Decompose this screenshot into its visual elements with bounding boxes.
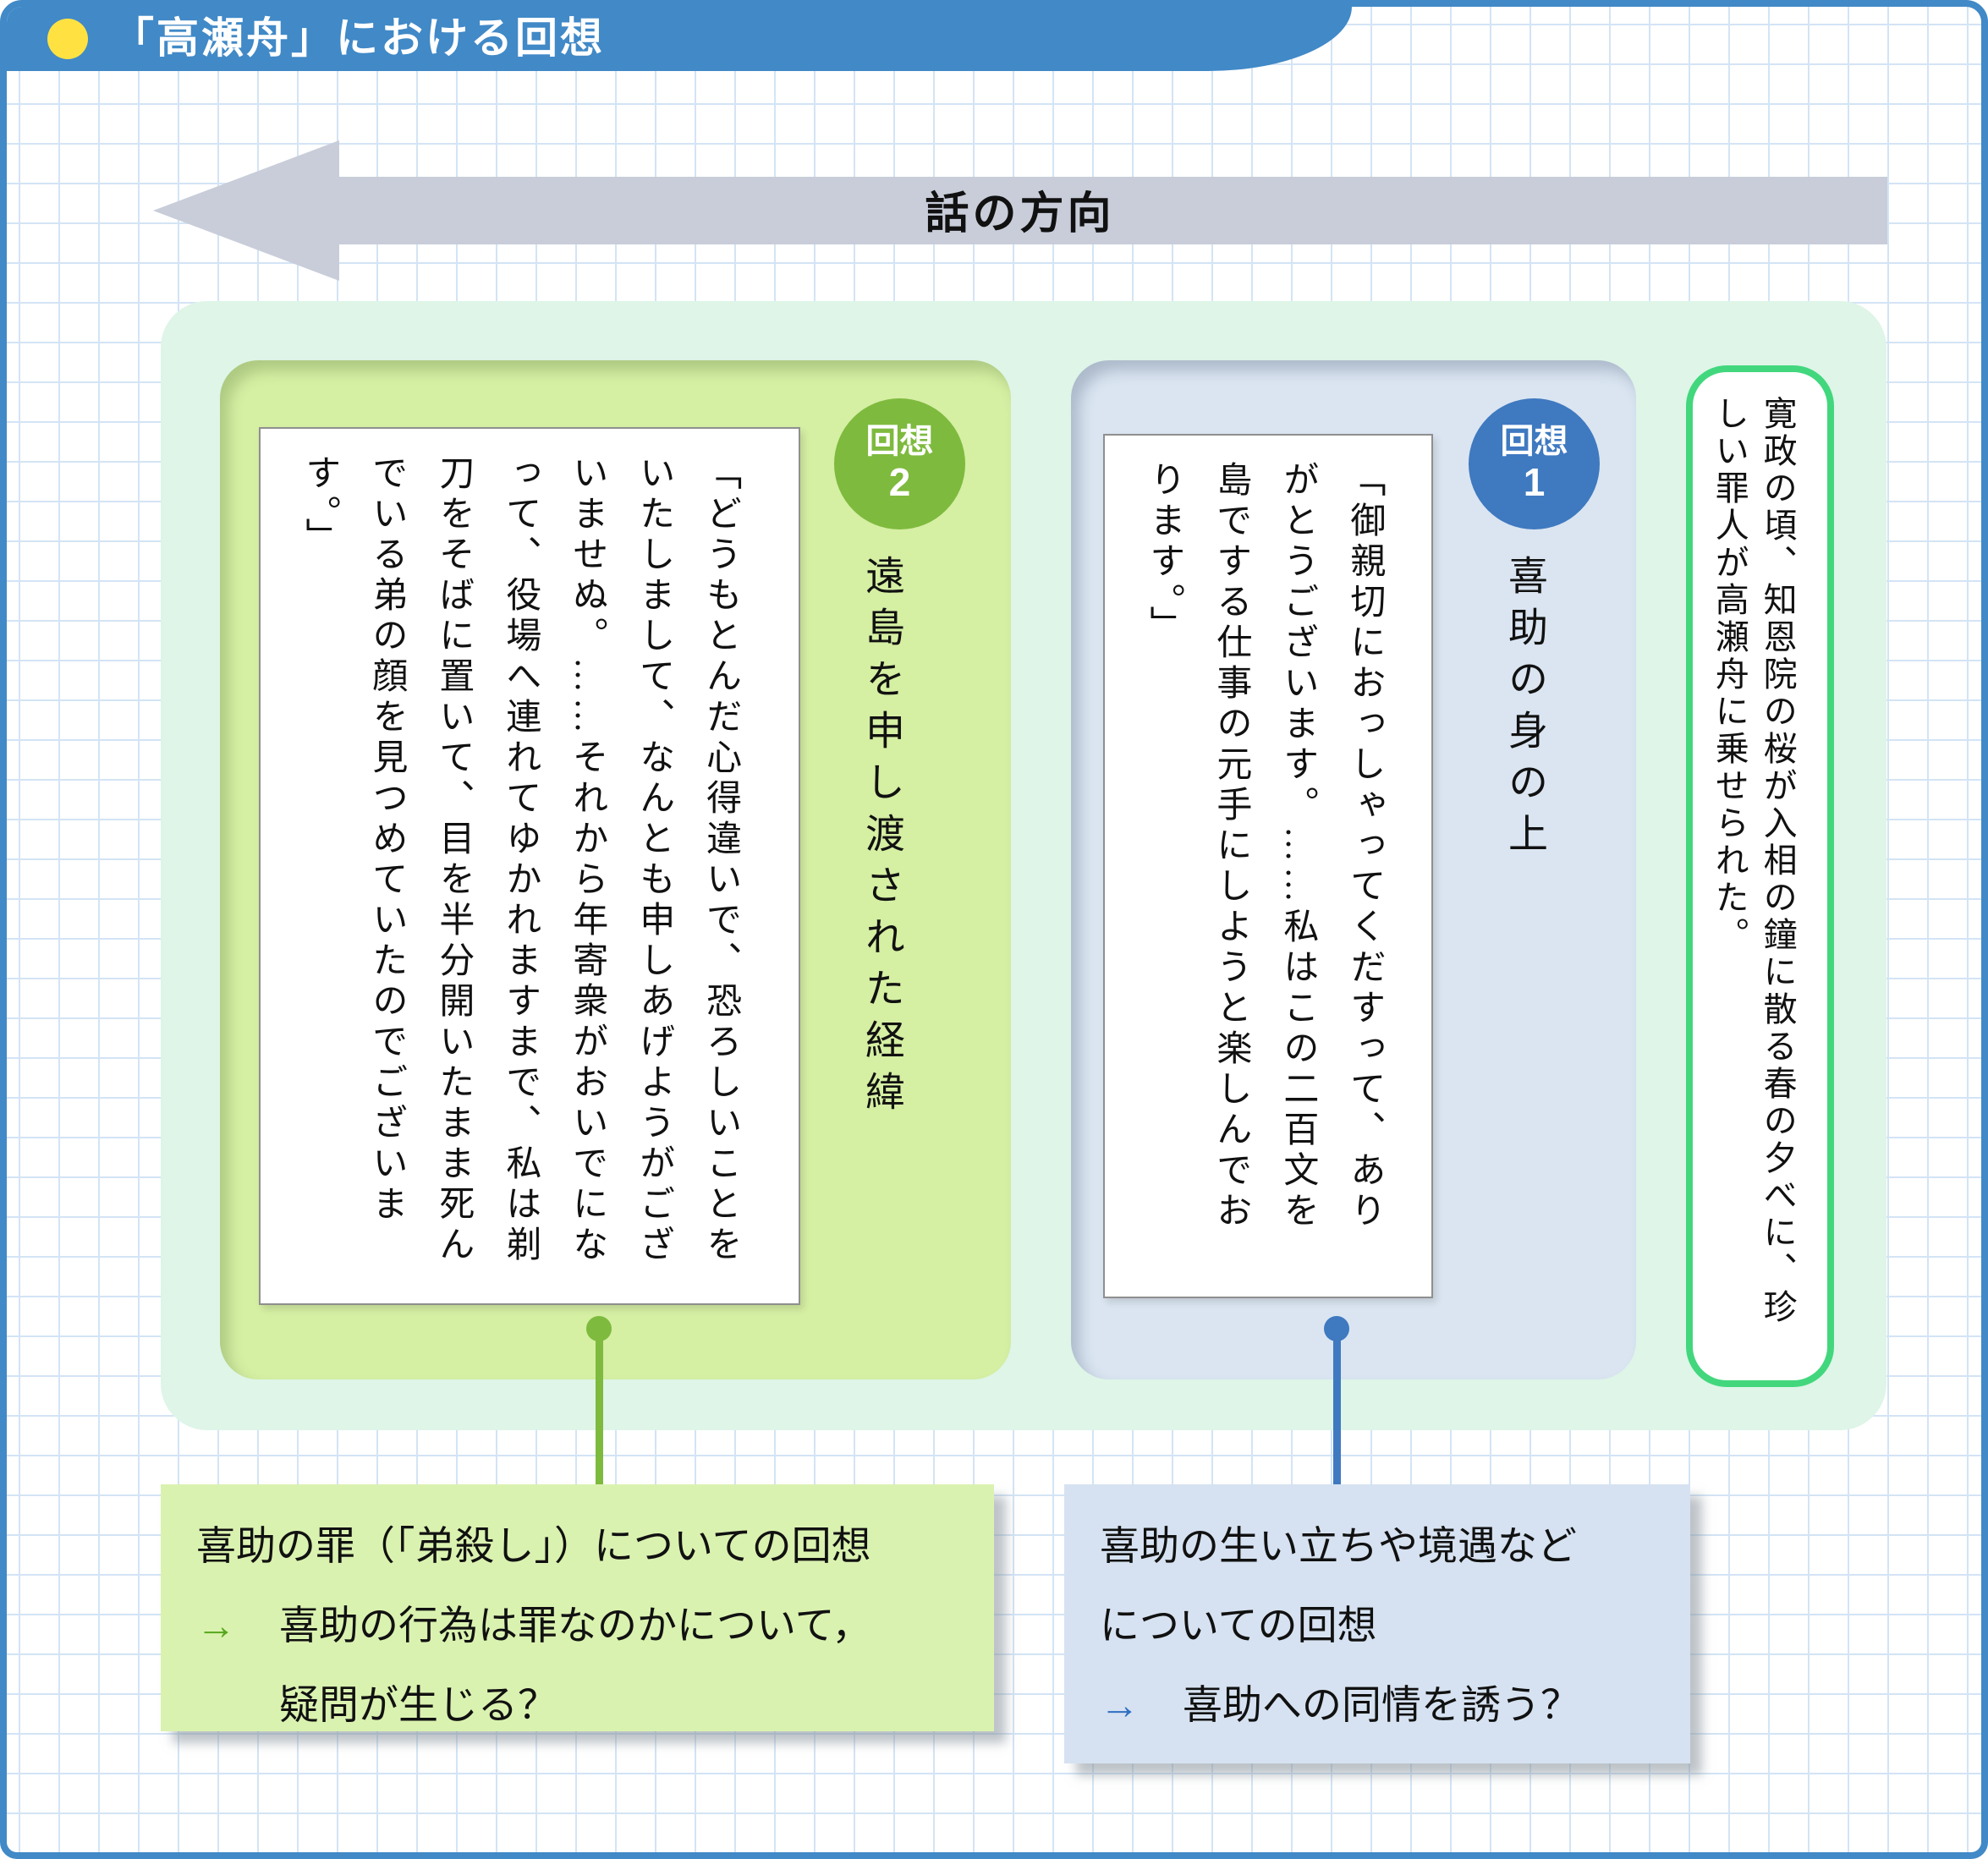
badge-label: 回想 [1500,423,1568,461]
story-direction-arrow: 話の方向 [146,135,1893,286]
recollection-2-badge: 回想 2 [834,398,965,529]
callout-line: → 喜助の行為は罪なのかについて， [161,1586,994,1665]
recollection-1-title: 喜助の身の上 [1502,555,1547,864]
callout-line: 喜助の生い立ちや境遇など [1100,1523,1577,1568]
callout-recollection-1: 喜助の生い立ちや境遇など についての回想 → 喜助への同情を誘う？ [1064,1484,1690,1763]
main-container: 回想 2 遠島を申し渡された経緯 「どうもとんだ心得違いで、恐ろしいことをいたし… [161,301,1886,1430]
callout-line: → 喜助への同情を誘う？ [1064,1665,1690,1745]
connector-line-blue [1333,1326,1341,1487]
callout-line-text: 喜助の行為は罪なのかについて， [279,1603,872,1648]
bullet-icon [47,19,88,59]
recollection-1-quote-text: 「御親切におっしゃってくだすって、ありがとうございます。……私はこの二百文を島で… [1144,461,1384,1232]
callout-line: 疑問が生じる？ [279,1682,557,1727]
page-title: 「高瀬舟」における回想 [112,14,605,62]
story-opening-text: 寛政の頃、知恩院の桜が入相の鐘に散る春の夕べに、珍しい罪人が高瀬舟に乗せられた。 [1710,396,1796,1326]
callout-line-text: 喜助への同情を誘う？ [1183,1682,1580,1727]
recollection-1-badge: 回想 1 [1469,398,1600,529]
story-opening-box: 寛政の頃、知恩院の桜が入相の鐘に散る春の夕べに、珍しい罪人が高瀬舟に乗せられた。 [1686,365,1834,1387]
header-band: 「高瀬舟」における回想 [7,7,1352,71]
panel-recollection-2: 回想 2 遠島を申し渡された経緯 「どうもとんだ心得違いで、恐ろしいことをいたし… [220,360,1011,1379]
badge-number: 2 [888,460,911,505]
badge-number: 1 [1523,460,1546,505]
recollection-2-title: 遠島を申し渡された経緯 [859,555,904,1122]
badge-label: 回想 [865,423,934,461]
callout-line: 喜助の罪（「弟殺し」）についての回想 [196,1523,871,1568]
recollection-2-quote-text: 「どうもとんだ心得違いで、恐ろしいことをいたしまして、なんとも申しあげようがござ… [299,454,740,1266]
callout-recollection-2: 喜助の罪（「弟殺し」）についての回想 → 喜助の行為は罪なのかについて， 疑問が生… [161,1484,994,1731]
arrow-icon: → [1100,1682,1140,1727]
panel-recollection-1: 回想 1 喜助の身の上 「御親切におっしゃってくだすって、ありがとうございます。… [1071,360,1636,1379]
story-direction-label: 話の方向 [925,189,1115,239]
recollection-2-quote-box: 「どうもとんだ心得違いで、恐ろしいことをいたしまして、なんとも申しあげようがござ… [259,427,800,1305]
connector-line-green [596,1326,603,1487]
callout-line: についての回想 [1100,1603,1377,1648]
left-arrow-shape [153,140,1887,281]
arrow-icon: → [196,1603,236,1648]
recollection-1-quote-box: 「御親切におっしゃってくだすって、ありがとうございます。……私はこの二百文を島で… [1103,434,1433,1298]
